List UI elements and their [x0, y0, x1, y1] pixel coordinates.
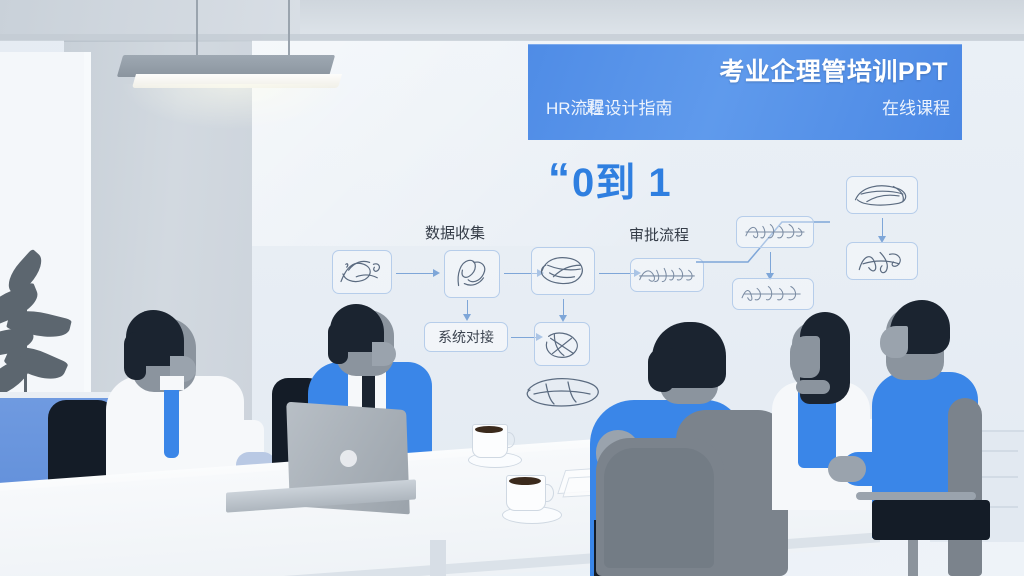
flow-node-scribble-10[interactable]	[846, 242, 918, 280]
handwriting-scribble-icon	[741, 285, 801, 301]
lamp-cord	[288, 0, 290, 56]
handwriting-scribble-icon	[526, 378, 599, 407]
flow-label-approval-process: 审批流程	[629, 227, 690, 244]
face-profile	[790, 336, 820, 378]
flow-node-system-integration[interactable]: 系统对接	[424, 322, 508, 352]
slide-subtitle-row: HR流程设计指南 题 在线课程	[546, 94, 950, 119]
face-profile	[372, 342, 396, 366]
necktie	[164, 382, 179, 458]
flow-node-scribble-7[interactable]	[736, 216, 814, 248]
handwriting-scribble-icon	[457, 259, 486, 287]
handwriting-scribble-icon	[340, 260, 380, 283]
flow-arrow-down-4	[878, 218, 887, 244]
hair-side	[328, 322, 348, 364]
flow-arrow-3	[599, 269, 643, 278]
flow-arrow-4	[511, 333, 545, 342]
ceiling-edge	[0, 34, 1024, 41]
chair-armrest	[856, 492, 976, 500]
handwriting-scribble-icon	[540, 257, 583, 285]
hair-side	[124, 332, 146, 380]
handwriting-scribble-icon	[639, 267, 695, 283]
hair-side	[648, 348, 674, 392]
collar	[160, 376, 184, 390]
partition-cap	[0, 392, 186, 400]
coffee-cup[interactable]	[466, 420, 522, 468]
flow-arrow-down-3	[766, 252, 775, 282]
flow-node-scribble-8[interactable]	[732, 278, 814, 310]
handwriting-scribble-icon	[854, 185, 907, 206]
ceiling-bevel	[0, 0, 300, 40]
neck	[796, 380, 830, 394]
flow-node-system-integration-label: 系统对接	[438, 329, 494, 345]
flow-connector-diagonal	[696, 221, 830, 263]
chair-seat	[872, 500, 990, 540]
laptop-logo-icon	[340, 450, 357, 467]
flow-node-scribble-2[interactable]	[444, 250, 500, 298]
flow-node-scribble-6	[520, 372, 608, 412]
slide-subtitle-left-text: HR流程设计指南	[546, 99, 673, 118]
slide-headline: “ 0到 1	[548, 152, 778, 206]
handwriting-scribble-icon	[745, 223, 805, 239]
flow-node-scribble-4[interactable]	[630, 258, 704, 292]
hand	[828, 456, 866, 482]
flow-node-scribble-5[interactable]	[534, 322, 590, 366]
handwriting-scribble-icon	[858, 251, 901, 274]
flow-arrow-down-1	[463, 300, 472, 322]
slide-title: 考业企理管培训PPT	[719, 58, 948, 86]
slide-subtitle-right: 在线课程	[882, 99, 950, 118]
flow-label-data-collection: 数据收集	[425, 225, 486, 242]
office-chair-back	[948, 398, 982, 576]
headline-text: 0到 1	[572, 161, 672, 205]
slide-title-banner: 考业企理管培训PPT HR流程设计指南 题 在线课程	[528, 44, 962, 140]
flow-node-scribble-3[interactable]	[531, 247, 595, 295]
slide-subtitle-left: HR流程设计指南 题	[546, 94, 673, 119]
lamp-cord	[196, 0, 198, 60]
flow-arrow-2	[504, 269, 546, 278]
meeting-table-leg	[430, 540, 446, 576]
coffee-cup[interactable]	[500, 472, 562, 524]
office-chair-foreground-inner	[604, 448, 714, 568]
handwriting-scribble-icon	[545, 332, 578, 358]
flow-node-scribble-9[interactable]	[846, 176, 918, 214]
flow-arrow-1	[396, 269, 442, 278]
lamp-glow	[120, 84, 350, 130]
face-profile	[880, 326, 908, 358]
flow-node-scribble-1[interactable]	[332, 250, 392, 294]
chair-post	[908, 540, 918, 576]
slide-subtitle-overlap-glyph: 题	[586, 98, 603, 117]
flow-arrow-down-2	[559, 299, 568, 323]
